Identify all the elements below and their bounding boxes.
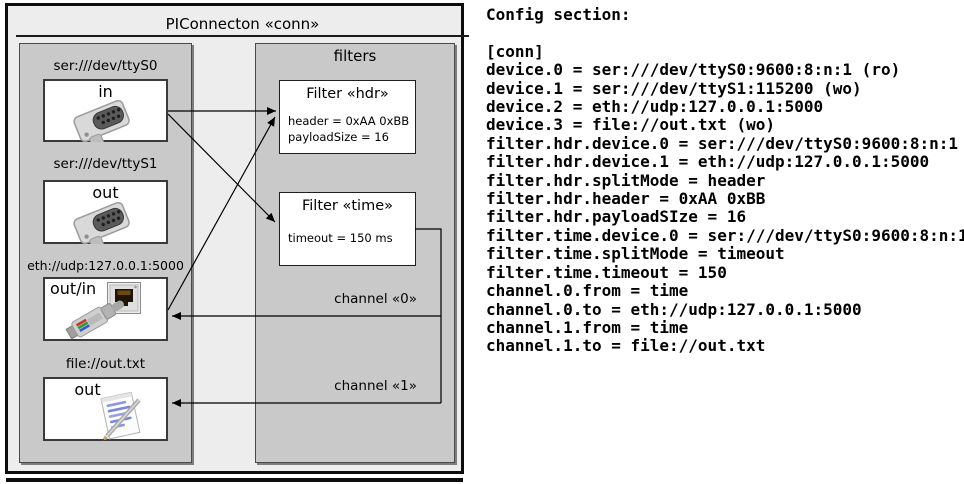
- channel-1-label: channel «1»: [334, 378, 417, 394]
- device-eth-uri: eth://udp:127.0.0.1:5000: [27, 258, 184, 273]
- device-file-mode: out: [74, 380, 101, 399]
- diagram-title: PIConnecton «conn»: [16, 12, 469, 37]
- config-section-text: Config section: [conn] device.0 = ser://…: [486, 5, 964, 356]
- diagram-bottom-rule: [6, 478, 463, 482]
- device-file-uri: file://out.txt: [65, 356, 146, 372]
- device-ttyS0-box: in: [43, 79, 168, 142]
- filter-hdr-box: Filter «hdr» header = 0xAA 0xBB payloadS…: [279, 80, 416, 154]
- filter-hdr-properties: header = 0xAA 0xBB payloadSize = 16: [288, 114, 411, 145]
- notepad-icon: [100, 391, 141, 441]
- filters-panel-title: filters: [333, 47, 377, 65]
- device-ttyS1-box: out: [43, 180, 168, 244]
- serial-port-icon: [73, 99, 130, 142]
- filter-time-prop-timeout: timeout = 150 ms: [288, 231, 393, 245]
- device-ttyS0-mode: in: [98, 82, 113, 101]
- filter-time-box: Filter «time» timeout = 150 ms: [279, 192, 416, 266]
- filter-time-title: Filter «time»: [301, 198, 394, 214]
- filter-hdr-title: Filter «hdr»: [306, 86, 389, 102]
- channel-0-label: channel «0»: [334, 291, 417, 307]
- ethernet-cable-icon: [65, 300, 124, 340]
- filter-hdr-prop-header: header = 0xAA 0xBB: [288, 114, 410, 128]
- device-eth-mode: out/in: [50, 279, 97, 298]
- device-ttyS1-mode: out: [92, 183, 119, 202]
- device-eth-box: out/in: [43, 277, 168, 341]
- filter-hdr-prop-payload: payloadSize = 16: [288, 129, 389, 144]
- device-file-box: out: [43, 377, 168, 441]
- filter-time-properties: timeout = 150 ms: [288, 231, 411, 247]
- device-ttyS1-uri: ser:///dev/ttyS1: [53, 156, 158, 172]
- serial-port-icon: [73, 201, 130, 244]
- device-ttyS0-uri: ser:///dev/ttyS0: [53, 58, 158, 74]
